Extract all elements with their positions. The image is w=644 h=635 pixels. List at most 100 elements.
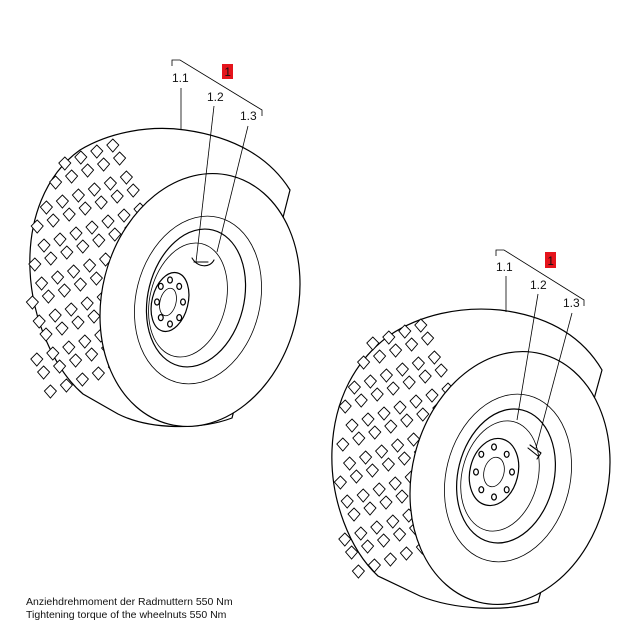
tread-lug [91, 366, 106, 381]
tread-lug [94, 195, 108, 210]
tread-lug [68, 353, 83, 368]
tread-lug [399, 546, 414, 561]
tread-lug [89, 271, 104, 286]
tread-lug [34, 276, 49, 291]
tread-lug [112, 151, 127, 166]
tread-lug [345, 418, 359, 433]
tread-lug [342, 456, 357, 471]
tread-lug [395, 362, 410, 377]
tread-lug [379, 495, 393, 510]
tread-lug [347, 380, 362, 395]
tread-lug [349, 469, 364, 484]
wheel-nut [157, 314, 164, 322]
tread-lug [74, 150, 88, 165]
tread-lug [84, 347, 99, 362]
tread-lug [50, 270, 65, 285]
leader-1-3 [216, 125, 249, 253]
svg-text:1: 1 [225, 67, 231, 79]
tread-lug [57, 283, 72, 298]
tread-lug [411, 356, 426, 371]
wheel-nut [491, 443, 498, 451]
tread-lug [384, 419, 398, 434]
tread-lug [80, 163, 95, 178]
tread-lug [388, 476, 402, 491]
tread-lug [103, 176, 118, 191]
rim-outer [145, 228, 247, 368]
tread-lug [98, 252, 113, 267]
tread-lug [434, 363, 448, 378]
label-1-3: 1.3 [240, 109, 257, 123]
torque-caption: Anziehdrehmoment der Radmuttern 550 Nm T… [26, 596, 233, 622]
tread-lug [41, 289, 56, 304]
tread-lug [395, 489, 409, 504]
tread-lug [356, 488, 370, 503]
tread-lug [390, 438, 405, 453]
wheel-assembly-left: 1.1 1.2 1.3 1 [25, 59, 301, 428]
tread-lug [85, 220, 99, 235]
wheel-nut [503, 486, 510, 494]
tread-lug [32, 314, 46, 329]
tread-lug [379, 368, 394, 383]
tread-lug [414, 318, 428, 333]
wheel-nut [491, 493, 498, 501]
label-1-1: 1.1 [496, 260, 513, 274]
wheel-nut [180, 298, 187, 306]
tread-lug [58, 156, 72, 171]
tread-lug [361, 412, 375, 427]
tread-lug [25, 295, 40, 310]
tread-lug [382, 330, 396, 345]
wheel-nut [478, 486, 485, 494]
caption-german: Anziehdrehmoment der Radmuttern 550 Nm [26, 596, 233, 608]
tread-lug [46, 346, 60, 361]
tread-lug [425, 388, 439, 403]
tread-lug [366, 336, 380, 351]
tread-lug [418, 369, 432, 384]
tread-lug [90, 144, 104, 159]
tread-lug [427, 350, 442, 365]
tread-lug [39, 200, 54, 215]
tread-lug [386, 381, 400, 396]
tread-lug [36, 365, 51, 380]
tread-lug [69, 226, 83, 241]
caption-english: Tightening torque of the wheelnuts 550 N… [26, 609, 227, 621]
wheel-nut [167, 320, 174, 328]
tread-lug [388, 343, 403, 358]
tread-lug [44, 251, 58, 266]
part-badge[interactable]: 1 [545, 252, 556, 268]
tread-lug [30, 219, 44, 234]
tread-lug [344, 545, 359, 560]
tread-lug [416, 407, 430, 422]
tread-lug [393, 400, 407, 415]
tread-lug [374, 444, 389, 459]
valve-stem [527, 444, 542, 460]
tread-lug [119, 170, 134, 185]
tread-lug [354, 526, 368, 541]
part-badge[interactable]: 1 [222, 64, 233, 79]
tread-lug [62, 340, 76, 355]
tread-lug [48, 175, 63, 190]
tread-lug [356, 355, 371, 370]
tread-lug [352, 431, 366, 446]
callout-bracket [171, 59, 263, 116]
tread-lug [338, 399, 352, 414]
wheel-nuts [473, 443, 516, 501]
wheel-assembly-right: 1.1 1.2 1.3 1 [331, 249, 611, 609]
tread-lug [117, 208, 131, 223]
tread-lug [64, 169, 79, 184]
tread-lug [420, 331, 435, 346]
svg-text:1: 1 [548, 256, 554, 268]
tread-lug [48, 308, 62, 323]
tread-lug [87, 309, 101, 324]
wheel-nut [503, 450, 510, 458]
tread-lug [59, 378, 74, 393]
tread-lug [338, 532, 352, 547]
wheel-nut [167, 276, 174, 284]
tread-lug [75, 372, 90, 387]
hub-center [159, 287, 177, 317]
label-1-2: 1.2 [207, 90, 224, 104]
tread-lug [354, 393, 368, 408]
leader-1-2 [195, 105, 215, 263]
tread-lug [386, 514, 400, 529]
tread-lug [126, 183, 140, 198]
tread-lug [37, 238, 51, 253]
